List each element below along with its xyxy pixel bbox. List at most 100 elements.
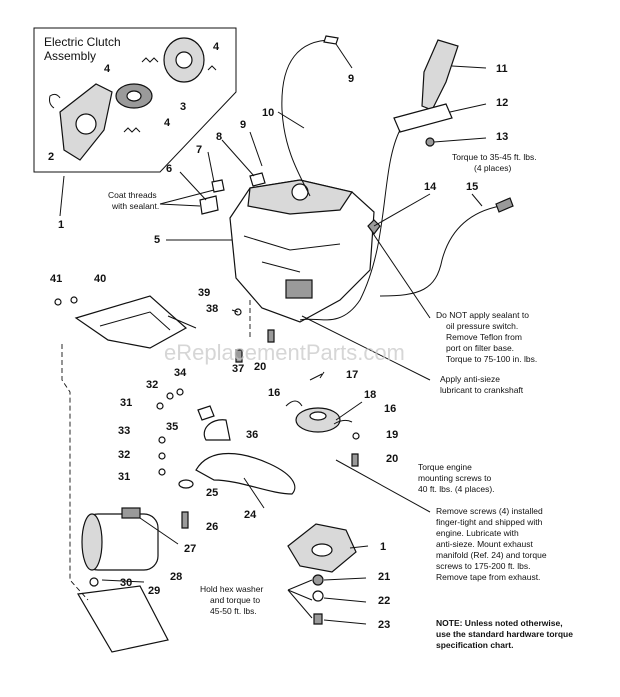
nut-34 [176, 388, 184, 396]
heat-shield-29 [77, 585, 169, 653]
electric-clutch-inset: Electric Clutch Assembly [33, 27, 237, 173]
washer-33 [158, 436, 166, 444]
callout-33: 33 [118, 425, 130, 437]
note-antisieze-2: lubricant to crankshaft [440, 385, 524, 395]
bolt-20b [351, 453, 359, 467]
note-hex-washer-1: Hold hex washer [200, 584, 263, 594]
callout-4a: 4 [213, 41, 220, 53]
clutch-rotor-hub [126, 90, 142, 102]
note-screws-5: manifold (Ref. 24) and torque [436, 550, 547, 560]
callout-1-bottom: 1 [380, 541, 386, 553]
callout-numbers: 4 4 3 4 2 1 9 10 9 8 7 6 5 11 12 13 14 1… [48, 41, 508, 631]
callout-1-top: 1 [58, 219, 64, 231]
throttle-cable [281, 39, 333, 197]
callout-6: 6 [166, 163, 172, 175]
washer-22 [312, 590, 324, 602]
watermark: eReplacementParts.com [164, 340, 405, 365]
bolt-37 [235, 349, 243, 363]
callout-11: 11 [496, 63, 508, 75]
note-torque13-2: (4 places) [474, 163, 511, 173]
callout-5: 5 [154, 234, 160, 246]
wire-harness [299, 129, 401, 321]
note-hex-washer-3: 45-50 ft. lbs. [210, 606, 257, 616]
washer-21 [312, 574, 324, 586]
footnote-1: NOTE: Unless noted otherwise, [436, 618, 563, 628]
note-hex-washer-2: and torque to [210, 595, 260, 605]
screw-13 [425, 137, 435, 147]
callout-9a: 9 [348, 73, 354, 85]
callout-20b: 20 [386, 453, 398, 465]
pin-41 [54, 298, 62, 306]
clutch-armature-hub [175, 51, 193, 69]
note-screws-6: screws to 175-200 ft. lbs. [436, 561, 531, 571]
callout-4c: 4 [164, 117, 171, 129]
hardware-stack-left [54, 296, 360, 587]
callout-36: 36 [246, 429, 258, 441]
callout-9b: 9 [240, 119, 246, 131]
note-screws-1: Remove screws (4) installed [436, 506, 543, 516]
washer-19 [352, 432, 360, 440]
bracket-39 [74, 295, 188, 349]
cable-end-9 [323, 35, 339, 45]
note-engine-torque-1: Torque engine [418, 462, 472, 472]
lever-handle-11 [421, 39, 459, 111]
engine-filter-base [285, 279, 313, 299]
key-16a [285, 400, 303, 407]
note-sealant-3: Remove Teflon from [446, 332, 522, 342]
bolt-40 [70, 296, 78, 304]
clutch-1-hub [311, 543, 333, 557]
clutch-wire-lead [49, 93, 61, 109]
oil-pressure-switch [367, 219, 381, 235]
callout-30: 30 [120, 577, 132, 589]
callout-13: 13 [496, 131, 508, 143]
note-sealant-5: Torque to 75-100 in. lbs. [446, 354, 537, 364]
gasket-35 [197, 405, 215, 421]
washer-32 [166, 392, 174, 400]
callout-10: 10 [262, 107, 274, 119]
pin-17 [319, 371, 325, 379]
note-screws-4: anti-sieze. Mount exhaust [436, 539, 533, 549]
callout-41: 41 [50, 273, 62, 285]
callout-7: 7 [196, 144, 202, 156]
spring-top [141, 57, 159, 63]
note-sealant-4: port on filter base. [446, 343, 514, 353]
spring-bottom [123, 127, 141, 133]
callout-26: 26 [206, 521, 218, 533]
clamp-25 [178, 479, 194, 489]
callout-31a: 31 [120, 397, 132, 409]
callout-40: 40 [94, 273, 106, 285]
note-engine-torque-3: 40 ft. lbs. (4 places). [418, 484, 495, 494]
muffler-28 [81, 507, 159, 571]
washer-32b [158, 452, 166, 460]
callout-4b: 4 [104, 63, 111, 75]
note-sealant-2: oil pressure switch. [446, 321, 518, 331]
notes: Coat threads with sealant. Torque to 35-… [108, 152, 573, 650]
note-screws-3: engine. Lubricate with [436, 528, 519, 538]
note-antisieze-1: Apply anti-sieze [440, 374, 500, 384]
callout-16a: 16 [268, 387, 280, 399]
callout-22: 22 [378, 595, 390, 607]
pulley-hub [309, 411, 327, 421]
bolt-26 [181, 511, 189, 529]
fitting-7 [211, 179, 225, 193]
callout-21: 21 [378, 571, 390, 583]
callout-34: 34 [174, 367, 187, 379]
bracket-39-slot [99, 311, 171, 331]
centerline-left [61, 344, 89, 601]
fitting-8 [249, 172, 266, 187]
key-16b [333, 419, 353, 425]
callout-38: 38 [206, 303, 218, 315]
callout-17: 17 [346, 369, 358, 381]
bolt-23 [313, 613, 323, 625]
note-coat-threads-2: with sealant. [111, 201, 159, 211]
muffler-endcap [81, 513, 103, 571]
fitting-6 [199, 195, 219, 215]
callout-32a: 32 [146, 379, 158, 391]
bolt-20a [267, 329, 275, 343]
callout-32b: 32 [118, 449, 130, 461]
callout-39: 39 [198, 287, 210, 299]
engine-assembly [229, 179, 375, 323]
callout-3: 3 [180, 101, 186, 113]
callout-27: 27 [184, 543, 196, 555]
muffler-outlet [121, 507, 141, 519]
